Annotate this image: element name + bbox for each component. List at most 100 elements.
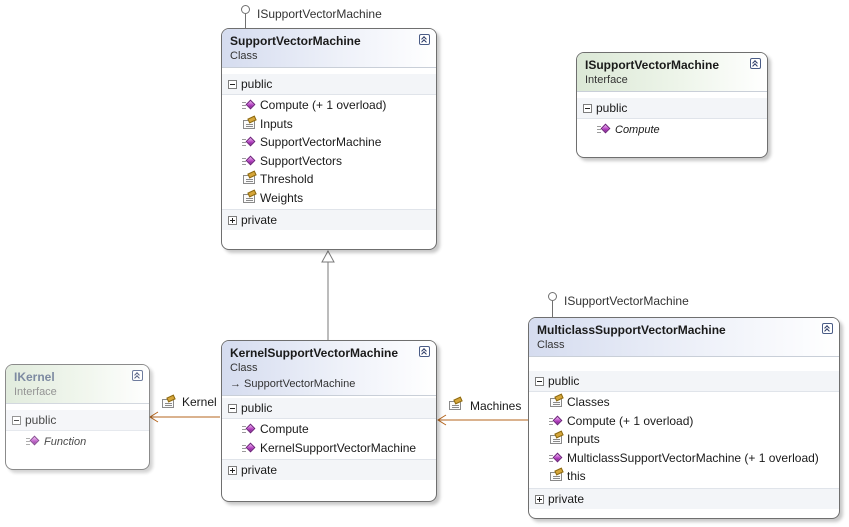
method-icon	[242, 135, 256, 149]
kernel-association-property-icon	[161, 396, 175, 410]
mcsvm-member-indexer[interactable]: this	[529, 467, 839, 486]
mcsvm-title: MulticlassSupportVectorMachine	[537, 323, 726, 337]
svm-private-section[interactable]: private	[222, 209, 436, 230]
isvm-interface-shape[interactable]: ISupportVectorMachine Interface public C…	[576, 52, 768, 158]
mcsvm-public-section[interactable]: public	[529, 371, 839, 392]
plus-icon[interactable]	[535, 494, 544, 504]
minus-icon[interactable]	[583, 104, 592, 113]
svm-member-list: Compute (+ 1 overload) Inputs SupportVec…	[222, 95, 436, 209]
svm-member-threshold[interactable]: Threshold	[222, 170, 436, 189]
mcsvm-private-section[interactable]: private	[529, 487, 839, 509]
minus-icon[interactable]	[535, 377, 544, 386]
ksvm-kind: Class	[230, 362, 258, 374]
mcsvm-header[interactable]: MulticlassSupportVectorMachine Class	[529, 318, 839, 357]
ikernel-public-section[interactable]: public	[6, 410, 149, 431]
mcsvm-collapse-icon[interactable]	[822, 323, 833, 334]
member-label: SupportVectorMachine	[260, 135, 382, 149]
ikernel-header[interactable]: IKernel Interface	[6, 365, 149, 404]
svm-member-inputs[interactable]: Inputs	[222, 115, 436, 134]
mcsvm-public-label: public	[548, 374, 580, 388]
plus-icon[interactable]	[228, 466, 237, 475]
member-label: Classes	[567, 395, 610, 409]
minus-icon[interactable]	[228, 404, 237, 413]
mcsvm-member-compute[interactable]: Compute (+ 1 overload)	[529, 412, 839, 431]
kernel-association-arrowhead	[149, 411, 159, 423]
svm-public-label: public	[241, 77, 273, 91]
mcsvm-lollipop-label: ISupportVectorMachine	[564, 294, 689, 308]
property-icon	[549, 469, 563, 483]
mcsvm-class-shape[interactable]: MulticlassSupportVectorMachine Class pub…	[528, 317, 840, 519]
kernel-association-label[interactable]: Kernel	[182, 395, 217, 409]
member-label: Compute	[615, 124, 660, 136]
member-label: MulticlassSupportVectorMachine (+ 1 over…	[567, 450, 819, 465]
machines-association-property-icon	[448, 398, 462, 412]
machines-association-label[interactable]: Machines	[470, 399, 522, 413]
minus-icon[interactable]	[12, 416, 21, 425]
svm-collapse-icon[interactable]	[419, 34, 430, 45]
isvm-kind: Interface	[585, 74, 628, 86]
ksvm-base-class: → SupportVectorMachine	[230, 378, 356, 390]
property-icon	[242, 191, 256, 205]
ikernel-kind: Interface	[14, 386, 57, 398]
ksvm-collapse-icon[interactable]	[419, 346, 430, 357]
isvm-public-section[interactable]: public	[577, 98, 767, 119]
svm-member-supportvectors[interactable]: SupportVectors	[222, 152, 436, 171]
member-label: Inputs	[567, 432, 600, 446]
method-icon	[242, 98, 256, 112]
method-icon	[242, 441, 256, 455]
mcsvm-member-constructor[interactable]: MulticlassSupportVectorMachine (+ 1 over…	[529, 449, 839, 468]
ksvm-public-section[interactable]: public	[222, 398, 436, 419]
member-label: Function	[44, 436, 87, 448]
svm-lollipop-label: ISupportVectorMachine	[257, 7, 382, 21]
ikernel-title: IKernel	[14, 370, 55, 384]
member-label: Compute (+ 1 overload)	[260, 98, 387, 112]
mcsvm-kind: Class	[537, 339, 565, 351]
ikernel-collapse-icon[interactable]	[132, 370, 143, 381]
method-icon	[26, 434, 40, 448]
ksvm-public-label: public	[241, 401, 273, 415]
property-icon	[242, 117, 256, 131]
ksvm-header[interactable]: KernelSupportVectorMachine Class → Suppo…	[222, 341, 436, 396]
method-icon	[242, 154, 256, 168]
member-label: Compute (+ 1 overload)	[567, 413, 694, 428]
svm-private-label: private	[241, 213, 278, 227]
ikernel-member-function[interactable]: Function	[6, 432, 149, 451]
ksvm-class-shape[interactable]: KernelSupportVectorMachine Class → Suppo…	[221, 340, 437, 502]
svm-lollipop-stem	[245, 14, 246, 28]
svm-title: SupportVectorMachine	[230, 34, 361, 48]
ksvm-private-section[interactable]: private	[222, 459, 436, 480]
mcsvm-member-list: Classes Compute (+ 1 overload) Inputs Mu…	[529, 392, 839, 488]
member-label: KernelSupportVectorMachine	[260, 440, 417, 455]
mcsvm-lollipop-stem	[552, 301, 553, 317]
method-icon	[549, 414, 563, 428]
member-label: Threshold	[260, 172, 314, 186]
isvm-member-compute[interactable]: Compute	[577, 120, 767, 139]
isvm-public-label: public	[596, 101, 628, 115]
svm-class-shape[interactable]: SupportVectorMachine Class public Comput…	[221, 28, 437, 250]
svm-header[interactable]: SupportVectorMachine Class	[222, 29, 436, 68]
ikernel-interface-shape[interactable]: IKernel Interface public Function	[5, 364, 150, 470]
ksvm-member-constructor[interactable]: KernelSupportVectorMachine	[222, 439, 436, 458]
ksvm-member-list: Compute KernelSupportVectorMachine	[222, 419, 436, 459]
mcsvm-lollipop-icon	[548, 292, 557, 301]
svm-member-compute[interactable]: Compute (+ 1 overload)	[222, 96, 436, 115]
svm-member-constructor[interactable]: SupportVectorMachine	[222, 133, 436, 152]
mcsvm-private-label: private	[548, 491, 585, 506]
isvm-header[interactable]: ISupportVectorMachine Interface	[577, 53, 767, 92]
isvm-member-list: Compute	[577, 119, 767, 141]
isvm-collapse-icon[interactable]	[750, 58, 761, 69]
svm-member-weights[interactable]: Weights	[222, 189, 436, 208]
property-icon	[242, 172, 256, 186]
ikernel-public-label: public	[25, 413, 57, 427]
plus-icon[interactable]	[228, 216, 237, 225]
property-icon	[549, 432, 563, 446]
mcsvm-member-inputs[interactable]: Inputs	[529, 430, 839, 449]
ksvm-member-compute[interactable]: Compute	[222, 420, 436, 439]
svm-public-section[interactable]: public	[222, 74, 436, 95]
property-icon	[549, 395, 563, 409]
ksvm-title: KernelSupportVectorMachine	[230, 346, 399, 360]
member-label: Inputs	[260, 116, 293, 131]
minus-icon[interactable]	[228, 80, 237, 89]
mcsvm-member-classes[interactable]: Classes	[529, 393, 839, 412]
member-label: SupportVectors	[260, 153, 343, 168]
